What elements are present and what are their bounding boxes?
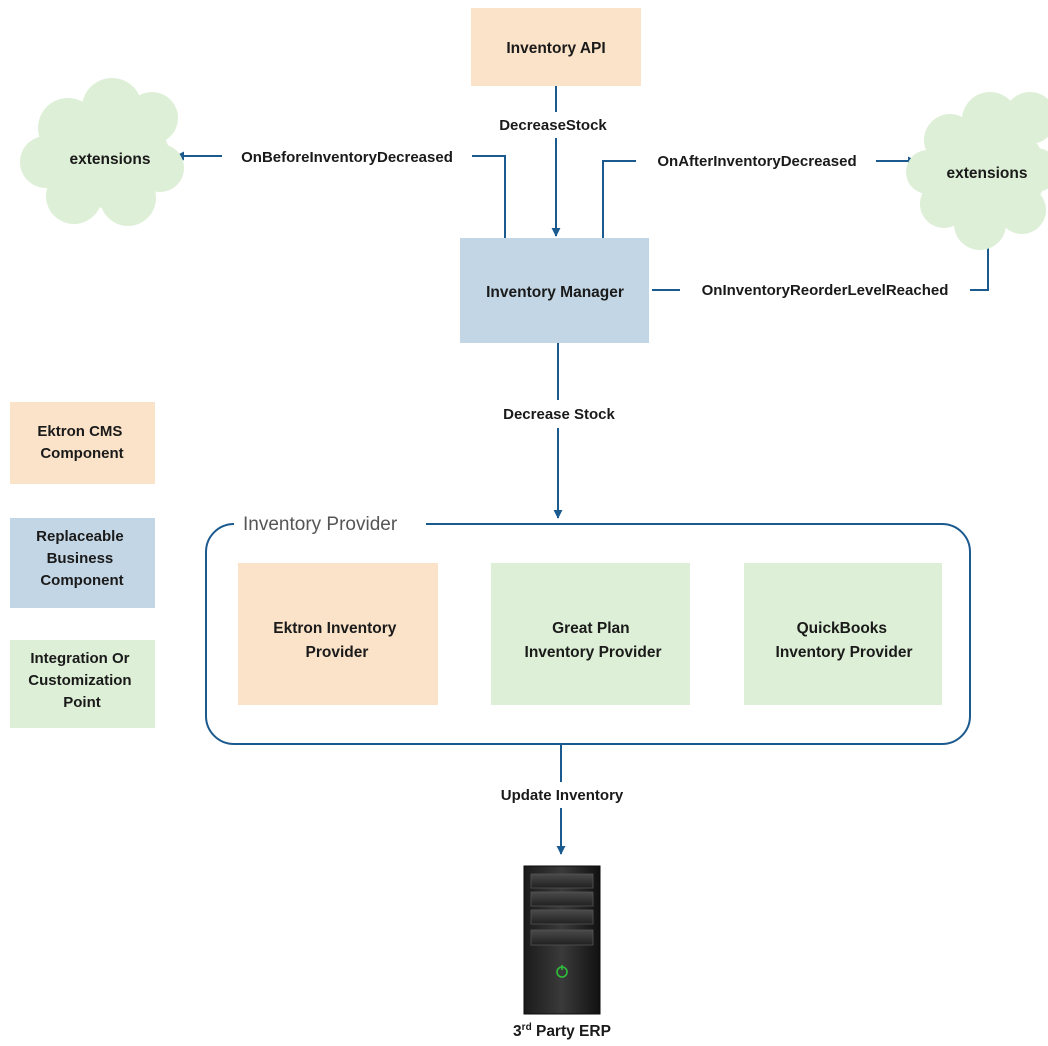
- extensions-cloud-left: extensions: [20, 78, 184, 226]
- extensions-right-label: extensions: [947, 165, 1028, 182]
- extensions-cloud-right: extensions: [906, 92, 1048, 250]
- on-reorder-label: OnInventoryReorderLevelReached: [702, 282, 949, 299]
- on-after-line: [602, 160, 636, 238]
- on-reorder-arrow: [970, 235, 993, 291]
- on-after-label: OnAfterInventoryDecreased: [657, 153, 856, 170]
- inventory-manager-label: Inventory Manager: [486, 284, 624, 301]
- inventory-manager-node: Inventory Manager: [460, 238, 649, 343]
- legend-integration-label: Integration Or Customization Point: [28, 650, 136, 711]
- extensions-left-label: extensions: [70, 151, 151, 168]
- inventory-provider-title: Inventory Provider: [243, 514, 398, 535]
- on-before-label: OnBeforeInventoryDecreased: [241, 149, 453, 166]
- erp-label: 3rd Party ERP: [513, 1022, 611, 1040]
- inventory-provider-group: Inventory Provider Ektron Inventory Prov…: [205, 512, 971, 745]
- ektron-provider-box: [238, 563, 438, 705]
- inventory-api-label: Inventory API: [506, 40, 605, 57]
- on-before-line: [472, 155, 506, 238]
- decrease-stock-api-label: DecreaseStock: [499, 117, 607, 134]
- great-plan-provider-box: [491, 563, 690, 705]
- legend-replaceable-swatch: [10, 518, 155, 608]
- legend-ektron-swatch: [10, 402, 155, 484]
- server-icon: [523, 865, 601, 1015]
- ektron-provider-label: Ektron Inventory Provider: [273, 620, 400, 661]
- connectors: [175, 86, 993, 855]
- decrease-stock-provider-label: Decrease Stock: [503, 406, 615, 423]
- legend: Ektron CMS Component Replaceable Busines…: [10, 402, 155, 728]
- legend-replaceable-label: Replaceable Business Component: [36, 528, 128, 589]
- quickbooks-provider-box: [744, 563, 942, 705]
- inventory-api-box: [471, 8, 641, 86]
- inventory-manager-box: [460, 238, 649, 343]
- quickbooks-provider-label: QuickBooks Inventory Provider: [776, 620, 913, 661]
- update-inventory-label: Update Inventory: [501, 787, 624, 804]
- inventory-provider-frame: [205, 523, 971, 745]
- great-plan-provider-label: Great Plan Inventory Provider: [525, 620, 662, 661]
- inventory-api-node: Inventory API: [471, 8, 641, 86]
- legend-ektron-label: Ektron CMS Component: [37, 423, 126, 462]
- legend-integration-swatch: [10, 640, 155, 728]
